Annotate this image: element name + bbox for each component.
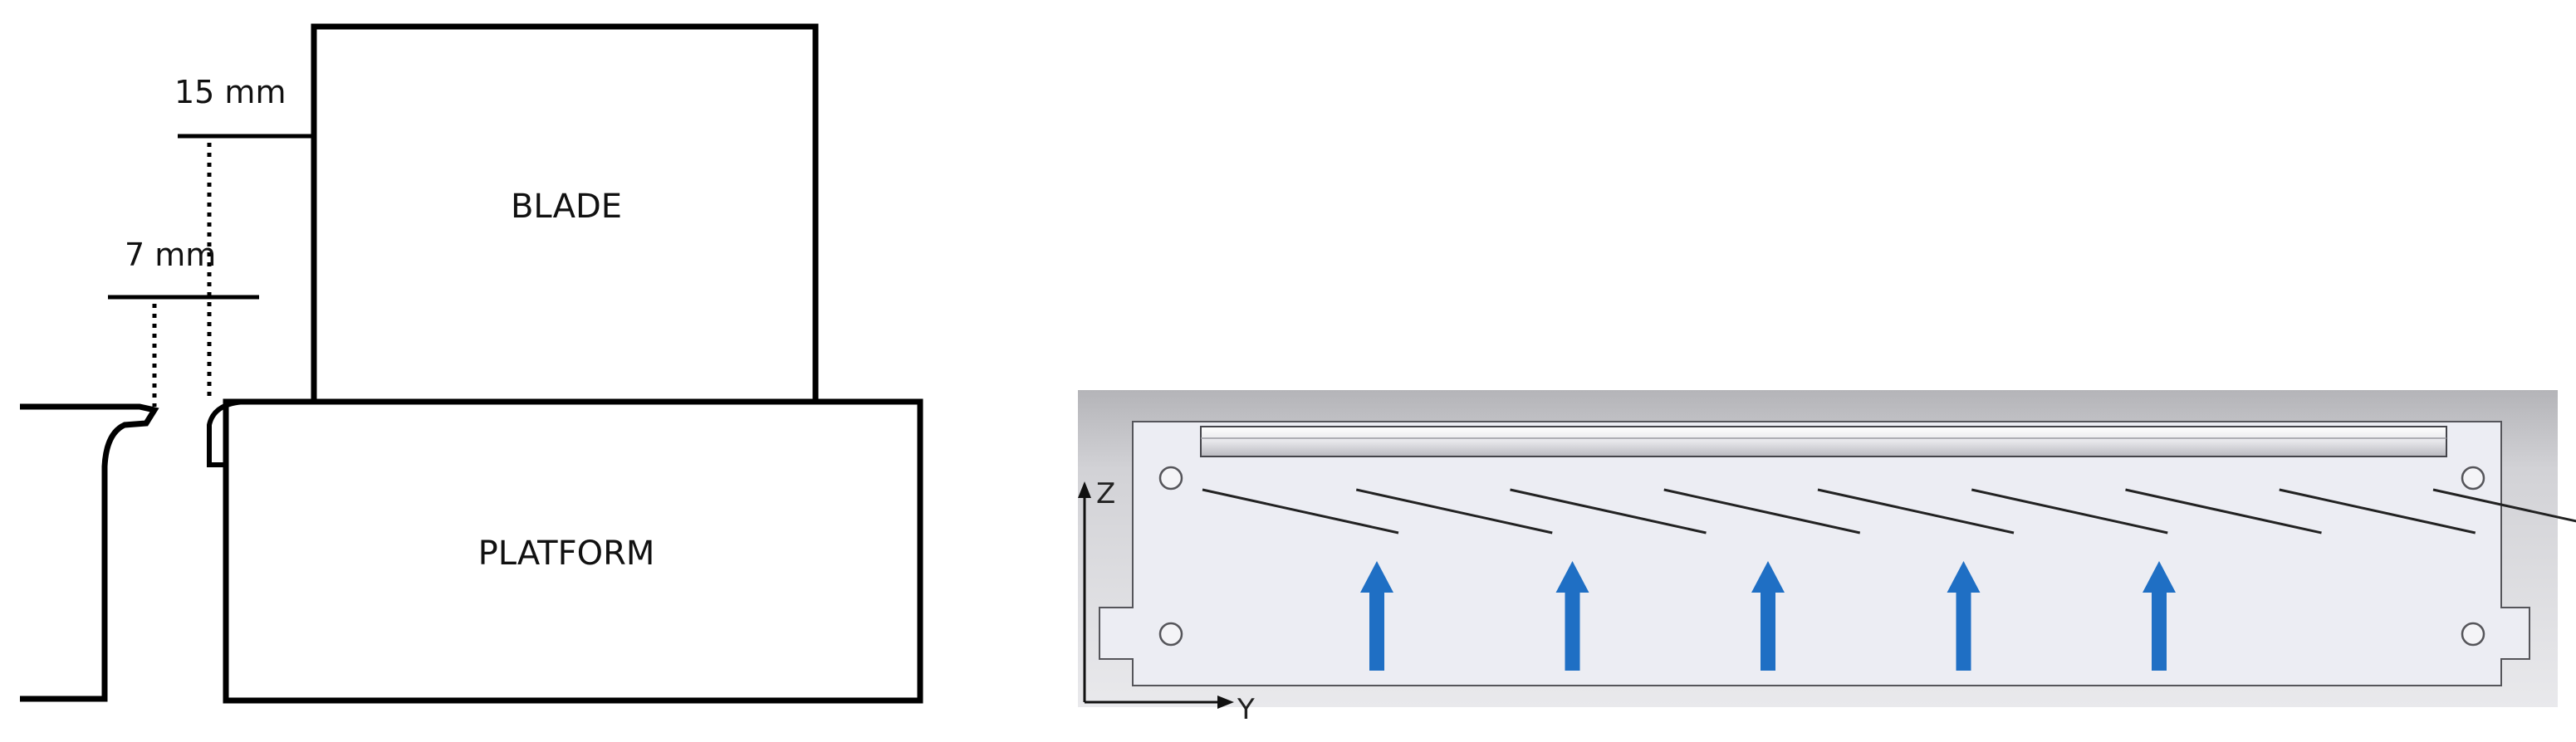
blade-label: BLADE [511,188,622,226]
flow-arrow-group [1360,561,2176,671]
z-axis-label: Z [1096,477,1115,510]
flow-channel-diagram: Z Y [1078,390,2576,726]
mounting-hole-top-right [2461,466,2485,491]
top-rail [1200,426,2447,457]
slat [1202,488,1399,535]
flow-arrow [1555,561,1589,671]
dimension-label-7mm: 7 mm [125,237,216,273]
adjacent-component [20,403,159,702]
y-axis-label: Y [1237,693,1255,726]
flow-arrow [1947,561,1981,671]
mounting-hole-bottom-left [1158,622,1183,647]
flow-arrow [2143,561,2176,671]
platform-shape [223,398,923,704]
z-axis-arrowhead [1078,481,1091,498]
slat [1817,488,2015,535]
mounting-hole-bottom-right [2461,622,2485,647]
dimension-label-15mm: 15 mm [174,74,286,110]
y-axis-arrowhead [1217,696,1234,709]
slat [1355,488,1553,535]
slat [1663,488,1861,535]
flow-arrow [1360,561,1393,671]
slat [1971,488,2168,535]
channel-panel [1099,421,2530,686]
platform-label: PLATFORM [478,535,655,573]
platform-notch [207,399,250,467]
flow-arrow [1751,561,1785,671]
slat [2432,488,2576,523]
slat [2125,488,2322,535]
slat-group [1202,488,2576,535]
mounting-hole-top-left [1158,466,1183,491]
slat [2279,488,2476,535]
blade-platform-diagram: 15 mm 7 mm BLADE PLATFORM [20,23,923,704]
slat [1510,488,1707,535]
